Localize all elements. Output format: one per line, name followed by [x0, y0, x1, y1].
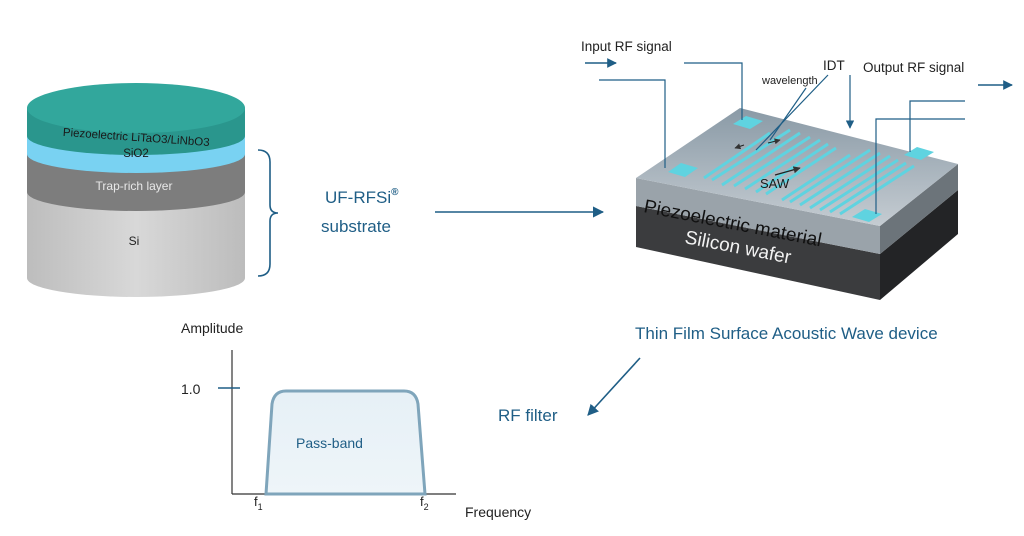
- saw-device: SAW Piezoelectric material Silicon wafer: [636, 108, 958, 300]
- f1-base: f: [254, 494, 258, 509]
- idt-right: [781, 148, 915, 216]
- piezo-side-face: [880, 164, 958, 254]
- wavelength-arrow-right: [767, 138, 781, 145]
- silicon-side-face: [880, 190, 958, 300]
- si-layer-label: Si: [129, 234, 140, 248]
- rf-filter-label: RF filter: [498, 406, 558, 425]
- amplitude-axis-label: Amplitude: [181, 320, 243, 336]
- idt-pointer-1: [755, 74, 829, 151]
- substrate-stack: Piezoelectric LiTaO3/LiNbO3 SiO2 Trap-ri…: [27, 83, 279, 297]
- wavelength-label: wavelength: [761, 75, 818, 87]
- output-pad: [852, 209, 882, 222]
- trap-layer-label: Trap-rich layer: [96, 179, 173, 193]
- piezo-top-face: [27, 83, 245, 133]
- output-feed-line: [909, 100, 965, 152]
- silicon-front-face: [636, 206, 880, 300]
- passband-label: Pass-band: [296, 435, 363, 451]
- idt-left: [703, 128, 837, 196]
- passband-curve: [264, 389, 427, 496]
- input-feed-line: [684, 62, 743, 120]
- output-signal-label: Output RF signal: [863, 60, 964, 75]
- piezo-front-face: [636, 178, 880, 254]
- y-tick-label: 1.0: [181, 381, 201, 397]
- f1-sub: 1: [258, 502, 263, 512]
- f2-sub: 2: [424, 502, 429, 512]
- f2-label: f2: [420, 494, 429, 512]
- layer-brace: [257, 149, 279, 277]
- input-pad: [733, 116, 763, 129]
- passband-plot: Amplitude 1.0 Pass-band f1 f2 Frequency: [181, 320, 531, 520]
- saw-label: SAW: [760, 176, 790, 191]
- device-caption: Thin Film Surface Acoustic Wave device: [635, 324, 938, 343]
- saw-direction-arrow: [774, 166, 801, 176]
- sio2-layer-label: SiO2: [123, 148, 149, 160]
- si-layer: [27, 192, 245, 297]
- wavelength-pointer: [769, 87, 807, 141]
- frequency-axis-label: Frequency: [465, 504, 531, 520]
- ground-pad-right: [904, 147, 934, 160]
- input-signal-label: Input RF signal: [581, 39, 672, 54]
- substrate-name: UF-RFSi: [325, 188, 391, 207]
- f2-base: f: [420, 494, 424, 509]
- input-lead-line: [599, 79, 666, 168]
- substrate-label-line1: UF-RFSi®: [325, 187, 399, 207]
- wavelength-arrow: [734, 143, 745, 150]
- ground-pad-left: [668, 163, 698, 177]
- f1-label: f1: [254, 494, 263, 512]
- output-lead-line: [875, 118, 965, 214]
- registered-mark: ®: [391, 187, 399, 198]
- device-to-filter-arrow: [587, 357, 641, 416]
- idt-label: IDT: [823, 58, 845, 73]
- substrate-label-line2: substrate: [321, 217, 391, 236]
